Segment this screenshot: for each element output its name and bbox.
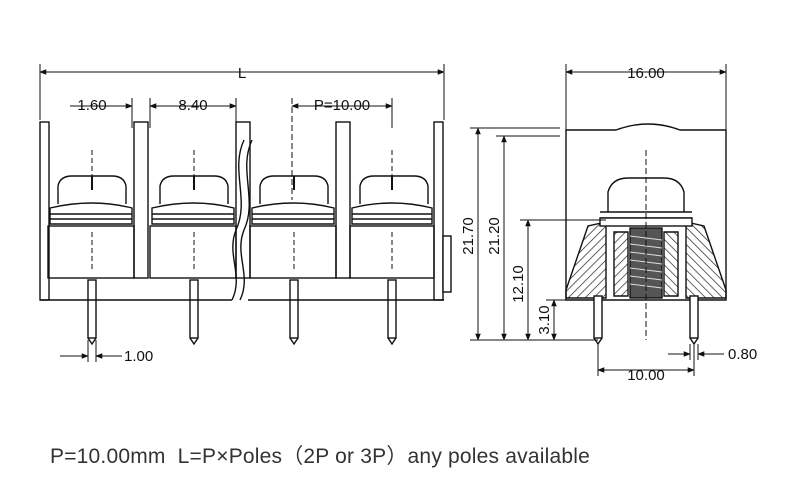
dim-pitch-label: P=10.00 xyxy=(314,97,370,114)
dim-pin-width-side-label: 0.80 xyxy=(728,346,757,363)
side-housing-section xyxy=(565,150,727,346)
cell-4 xyxy=(349,150,435,346)
dim-pin-height-label: 3.10 xyxy=(536,305,553,334)
dim-mid-height-label: 12.10 xyxy=(510,265,527,303)
dim-length xyxy=(39,64,445,120)
dim-heights xyxy=(470,127,606,341)
dim-pin-front xyxy=(60,340,122,362)
dim-total-height-label: 21.70 xyxy=(460,217,477,255)
terminal-body xyxy=(39,121,452,301)
dim-offset-label: 1.60 xyxy=(77,97,106,114)
dim-pin-spacing-label: 10.00 xyxy=(627,367,665,384)
terminal-cells xyxy=(47,150,435,346)
dim-width-side xyxy=(565,64,727,130)
dim-pin-front-label: 1.00 xyxy=(124,348,153,365)
dim-row-top xyxy=(70,98,393,200)
dim-gap-label: 8.40 xyxy=(178,97,207,114)
front-view xyxy=(39,64,452,362)
caption-text: P=10.00mm L=P×Poles（2P or 3P）any poles a… xyxy=(50,445,590,468)
dim-pins-side xyxy=(597,344,724,376)
dim-length-label: L xyxy=(238,65,246,82)
side-view xyxy=(470,64,727,376)
dim-body-height-label: 21.20 xyxy=(486,217,503,255)
cell-3 xyxy=(249,175,337,346)
dim-width-side-label: 16.00 xyxy=(627,65,665,82)
cell-2 xyxy=(149,150,237,346)
cell-1 xyxy=(47,150,135,346)
